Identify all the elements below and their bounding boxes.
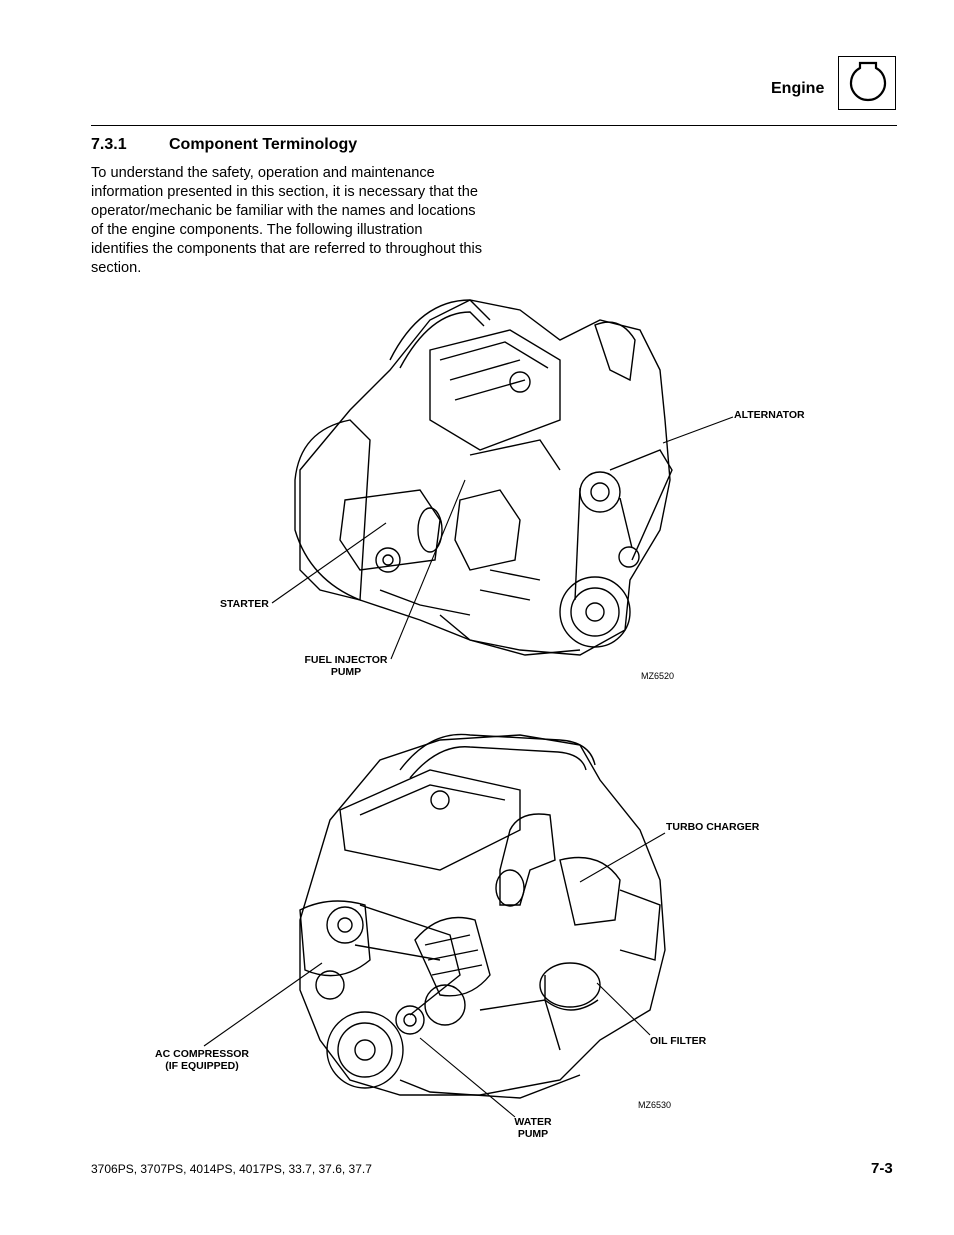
callout-water-pump-line2: PUMP [517, 1128, 549, 1140]
callout-turbo-charger: TURBO CHARGER [666, 821, 760, 833]
section-number: 7.3.1 [91, 136, 127, 153]
callout-ac-compressor: AC COMPRESSOR (IF EQUIPPED) [150, 1048, 254, 1072]
header-rule [91, 125, 897, 126]
intro-paragraph: To understand the safety, operation and … [91, 165, 483, 276]
callout-oil-filter: OIL FILTER [650, 1035, 707, 1047]
callout-fuel-injector-pump-line2: PUMP [330, 666, 362, 678]
section-title: Component Terminology [169, 136, 358, 153]
engine-icon [838, 56, 896, 110]
callout-fuel-injector-pump: FUEL INJECTOR PUMP [302, 654, 390, 678]
page-number: 7-3 [871, 1160, 893, 1177]
callout-water-pump-line1: WATER [514, 1116, 552, 1128]
callout-starter: STARTER [220, 598, 269, 610]
callout-alternator: ALTERNATOR [734, 409, 805, 421]
section-tab-label: Engine [771, 80, 825, 97]
callout-fuel-injector-pump-line1: FUEL INJECTOR [304, 654, 388, 666]
footer-model-list: 3706PS, 3707PS, 4014PS, 4017PS, 33.7, 37… [91, 1162, 372, 1176]
figure-id-1: MZ6520 [641, 671, 675, 681]
figure-id-2: MZ6530 [638, 1100, 672, 1110]
callout-ac-compressor-line2: (IF EQUIPPED) [165, 1060, 239, 1072]
callout-ac-compressor-line1: AC COMPRESSOR [155, 1048, 249, 1060]
callout-water-pump: WATER PUMP [510, 1116, 556, 1140]
